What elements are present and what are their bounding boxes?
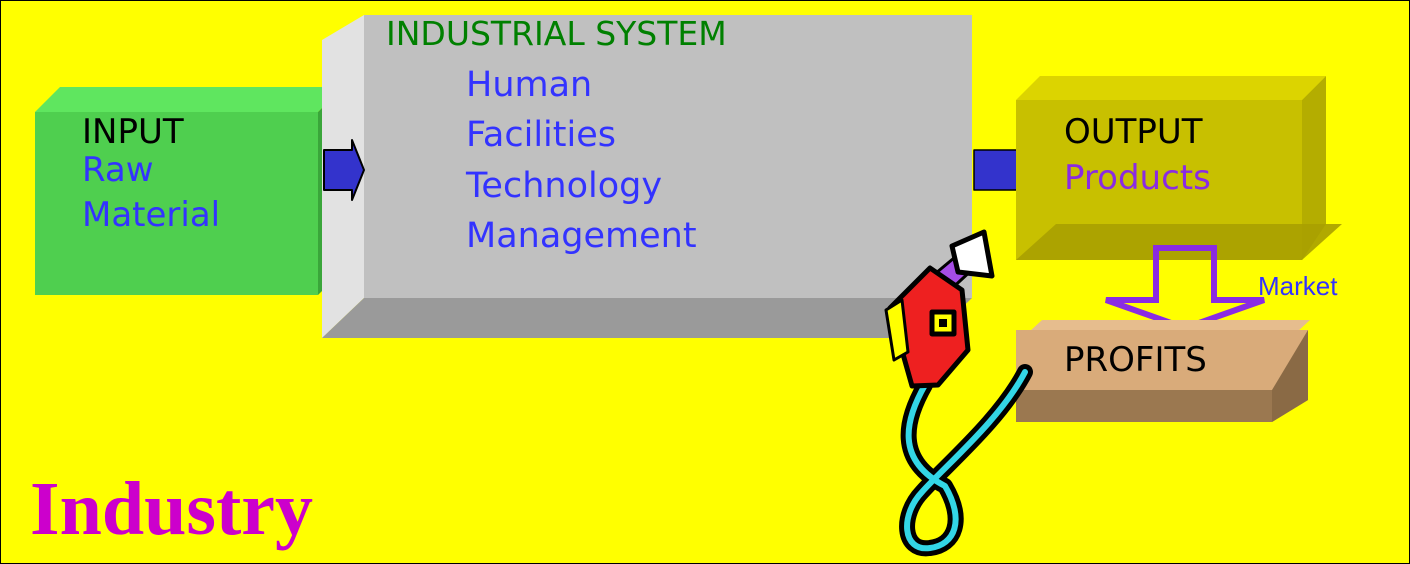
down-arrow-icon: [1104, 245, 1266, 332]
system-line-technology: Technology: [466, 166, 663, 206]
output-block-bottom: [1016, 224, 1342, 260]
system-heading: INDUSTRIAL SYSTEM: [386, 14, 727, 53]
profits-block-bottom: [1016, 390, 1308, 422]
system-line-human: Human: [466, 65, 593, 105]
nozzle-body: [887, 265, 971, 389]
system-line-facilities: Facilities: [466, 115, 616, 155]
system-block-front: [364, 15, 972, 298]
profits-heading: PROFITS: [1064, 340, 1207, 380]
input-line-material: Material: [82, 195, 221, 235]
input-block-front: [35, 112, 318, 295]
input-block-top: [35, 87, 343, 112]
input-line-raw: Raw: [82, 150, 154, 190]
hose-fill: [904, 369, 1028, 552]
profits-block: [1016, 320, 1310, 422]
nozzle-lever-center: [939, 319, 947, 327]
system-block-bottom: [322, 298, 972, 338]
system-block: [322, 15, 972, 338]
profits-block-front: [1016, 330, 1308, 390]
input-heading: INPUT: [82, 112, 184, 152]
system-line-management: Management: [466, 216, 697, 256]
arrow-input-to-system: [323, 139, 365, 201]
output-block: [1016, 76, 1342, 260]
output-block-right: [1302, 76, 1326, 260]
market-label: Market: [1258, 271, 1338, 301]
output-block-top: [1016, 76, 1326, 100]
slide-title: Industry: [30, 467, 313, 551]
profits-block-right: [1272, 330, 1308, 422]
nozzle-highlight: [884, 298, 910, 362]
market-arrow: [1104, 245, 1266, 332]
right-arrow-icon: [323, 139, 365, 201]
fuel-pump-nozzle-icon: [884, 229, 1033, 557]
output-line-products: Products: [1064, 158, 1211, 198]
output-heading: OUTPUT: [1064, 112, 1203, 152]
nozzle-tip: [949, 229, 995, 279]
